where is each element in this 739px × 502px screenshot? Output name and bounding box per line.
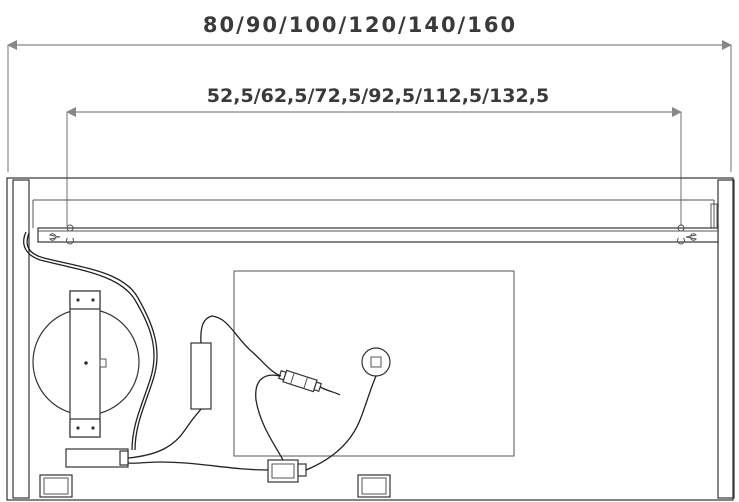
outer-width-label: 80/90/100/120/140/160 <box>203 13 517 37</box>
sensor-switch <box>361 347 391 377</box>
round-device <box>32 290 140 438</box>
side-panel-left <box>12 179 30 499</box>
keyhole-right-icon <box>677 224 697 245</box>
connector-block <box>278 369 322 393</box>
back-panel <box>233 270 515 457</box>
power-driver <box>190 342 212 410</box>
bottom-foot-left <box>39 474 73 498</box>
terminal-block-middle <box>267 459 307 483</box>
terminal-block-left <box>65 448 129 468</box>
keyhole-left-icon <box>49 224 74 245</box>
mounting-rail <box>37 224 719 245</box>
inner-width-label: 52,5/62,5/72,5/92,5/112,5/132,5 <box>207 85 549 107</box>
cabinet-body <box>6 177 735 501</box>
side-panel-right <box>717 179 735 499</box>
bottom-foot-middle <box>357 474 391 498</box>
wiring <box>23 231 377 471</box>
